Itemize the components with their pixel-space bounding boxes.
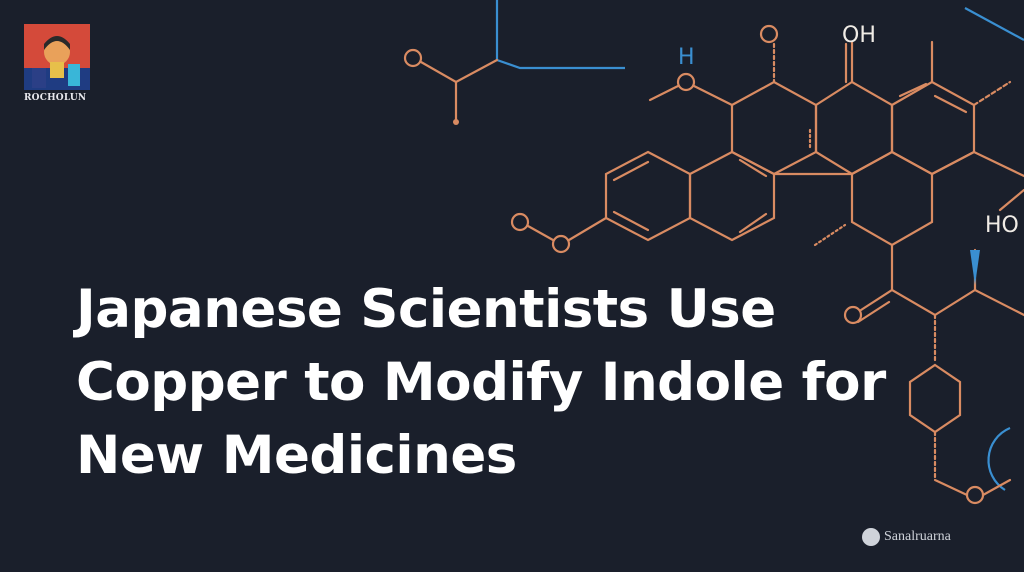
blue-bond-top [495, 0, 625, 70]
bond-chain [526, 216, 608, 242]
ring-middle [850, 150, 934, 247]
logo-caption: ROCHOLUN [24, 93, 87, 103]
atom-o-chain-2 [551, 234, 571, 254]
atom-dot [453, 119, 459, 125]
atom-o-top [759, 24, 779, 44]
headline: Japanese Scientists Use Copper to Modify… [76, 273, 936, 492]
headline-line-2: Copper to Modify Indole for [76, 352, 886, 413]
bond-wedge-right [972, 80, 1012, 107]
blue-arc [987, 426, 1011, 491]
bond-bottom [933, 478, 1012, 497]
atom-o-topleft [403, 48, 423, 68]
double-bonds-upper [898, 82, 968, 114]
watermark-logo-icon [862, 528, 880, 546]
ring-upper-c [890, 80, 976, 176]
atom-ho-label: HO [985, 213, 1019, 238]
ring-benzene-a [604, 150, 692, 242]
atom-oh-label: OH [842, 23, 876, 48]
ring-connectors [772, 150, 1024, 178]
ring-upper-b [814, 80, 894, 176]
ring-benzene-b [688, 150, 776, 242]
headline-line-1: Japanese Scientists Use [76, 279, 776, 340]
atom-o-lower [843, 305, 863, 325]
blue-bond-top-right [964, 7, 1024, 41]
aromatic-inner-bonds [612, 158, 768, 234]
portrait-logo-icon [24, 24, 90, 90]
atom-o-bottom [965, 485, 985, 505]
ring-upper [730, 80, 818, 176]
bond-topleft [419, 58, 499, 84]
bond-ho-right [998, 188, 1024, 212]
bond-o-left [648, 84, 734, 107]
headline-line-3: New Medicines [76, 425, 517, 486]
bond-o-lower [856, 288, 894, 324]
bond-hash-blue [813, 223, 847, 247]
portrait-logo-art [24, 24, 90, 90]
atom-o-left [676, 72, 696, 92]
atom-h-label: H [678, 45, 695, 70]
watermark-text: Sanalruarna [884, 529, 951, 544]
bond-oh-top [844, 40, 854, 84]
atom-o-chain-1 [510, 212, 530, 232]
watermark: Sanalruarna [862, 528, 951, 546]
wedge-blue-shape [970, 250, 980, 285]
